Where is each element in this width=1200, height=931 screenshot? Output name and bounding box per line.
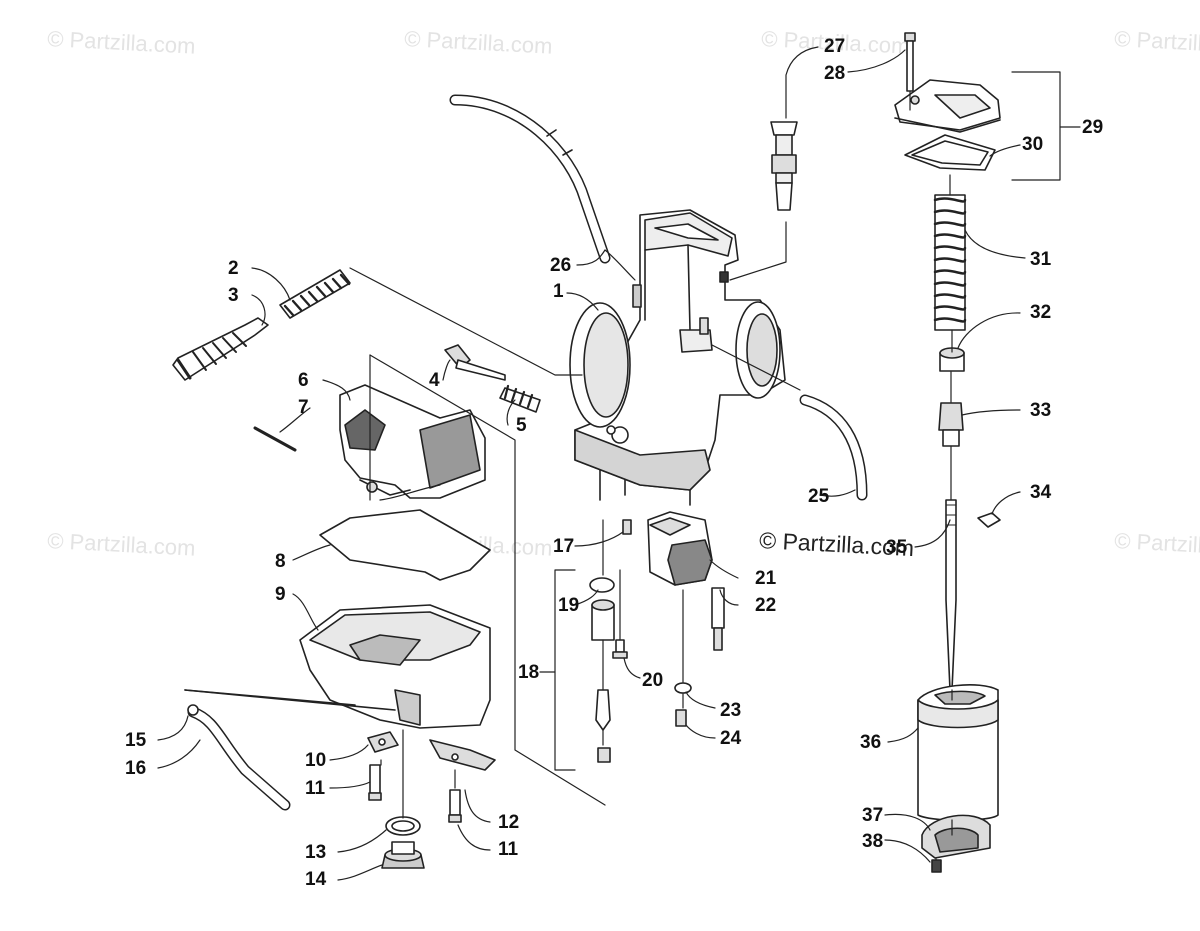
pilot-jet — [711, 587, 725, 651]
screw-20 — [612, 639, 628, 659]
slide-plate — [921, 814, 991, 859]
pilot-air-screw — [172, 317, 269, 381]
callout-22: 22 — [755, 595, 777, 616]
callout-26: 26 — [550, 255, 572, 276]
callout-37: 37 — [862, 805, 884, 826]
top-cap-gasket — [904, 134, 996, 171]
callout-11-right: 11 — [498, 839, 519, 860]
bowl-bracket-small — [367, 731, 399, 753]
needle-seat-washer — [589, 577, 615, 593]
vent-hose-right — [799, 394, 868, 501]
jet-needle — [945, 499, 957, 691]
callout-27: 27 — [824, 36, 846, 57]
callout-9: 9 — [275, 584, 286, 605]
screw-left — [368, 764, 382, 801]
callout-10: 10 — [305, 750, 327, 771]
callout-14: 14 — [305, 869, 327, 890]
callout-3: 3 — [228, 285, 239, 306]
callout-23: 23 — [720, 700, 742, 721]
needle-valve — [595, 689, 611, 763]
e-clip — [977, 512, 1001, 528]
callout-5: 5 — [516, 415, 527, 436]
callout-19: 19 — [558, 595, 580, 616]
callout-15: 15 — [125, 730, 147, 751]
callout-16: 16 — [125, 758, 147, 779]
callout-13: 13 — [305, 842, 327, 863]
callout-2: 2 — [228, 258, 239, 279]
callout-11-left: 11 — [305, 778, 326, 799]
starter-plunger — [770, 121, 798, 211]
callout-30: 30 — [1022, 134, 1044, 155]
callout-6: 6 — [298, 370, 309, 391]
callout-35: 35 — [886, 537, 908, 558]
throttle-spring — [933, 194, 967, 331]
callout-32: 32 — [1030, 302, 1052, 323]
callout-18: 18 — [518, 662, 540, 683]
leader-lines — [157, 46, 1081, 881]
main-jet — [675, 709, 687, 727]
callout-28: 28 — [824, 63, 846, 84]
drain-plug-oring — [385, 816, 421, 836]
callout-36: 36 — [860, 732, 882, 753]
idle-screw — [444, 344, 506, 381]
idle-spring — [499, 384, 541, 413]
top-cap-screw — [904, 32, 916, 92]
callout-24: 24 — [720, 728, 742, 749]
top-cap — [894, 79, 1001, 133]
vent-hose-top — [449, 94, 611, 264]
needle-holder — [938, 402, 964, 447]
drain-plug — [381, 841, 425, 869]
callout-4: 4 — [429, 370, 440, 391]
callout-20: 20 — [642, 670, 664, 691]
float-bowl-gasket — [319, 509, 491, 581]
callout-31: 31 — [1030, 249, 1052, 270]
throttle-slide — [917, 684, 999, 822]
callout-38: 38 — [862, 831, 884, 852]
callout-25: 25 — [808, 486, 830, 507]
callout-17: 17 — [553, 536, 575, 557]
callout-34: 34 — [1030, 482, 1052, 503]
pilot-air-spring — [279, 269, 351, 319]
spring-seat — [939, 347, 965, 372]
screw-right — [448, 789, 462, 823]
slide-screw — [931, 859, 942, 873]
callout-33: 33 — [1030, 400, 1052, 421]
callout-29: 29 — [1082, 117, 1104, 138]
drain-hose — [184, 689, 396, 811]
bowl-bracket-large — [429, 739, 496, 771]
jet-holder — [647, 511, 713, 586]
callout-21: 21 — [755, 568, 777, 589]
callout-7: 7 — [298, 397, 309, 418]
float-bowl — [299, 604, 491, 729]
callout-12: 12 — [498, 812, 520, 833]
float-pin-screw — [622, 519, 632, 535]
main-jet-washer — [674, 682, 692, 694]
callout-1: 1 — [553, 281, 564, 302]
needle-seat — [591, 599, 615, 641]
float-assembly — [253, 384, 486, 499]
callout-8: 8 — [275, 551, 286, 572]
